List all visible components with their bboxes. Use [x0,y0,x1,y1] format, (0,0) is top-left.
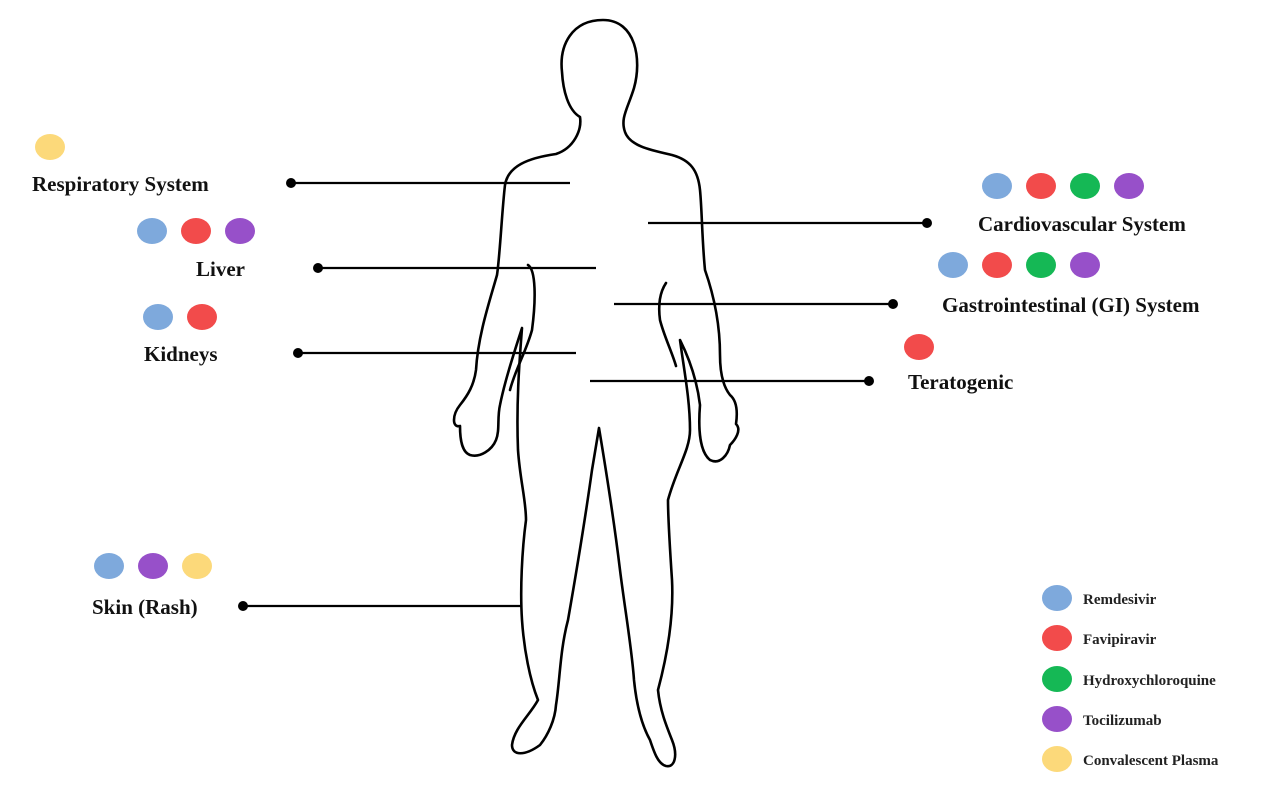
marker-skin-remdesivir [94,553,124,579]
label-skin: Skin (Rash) [92,595,198,619]
marker-cardiovascular-tocilizumab [1114,173,1144,199]
leader-dot-cardiovascular [922,218,932,228]
marker-liver-favipiravir [181,218,211,244]
marker-teratogenic-favipiravir [904,334,934,360]
label-liver: Liver [196,257,245,281]
marker-respiratory-plasma [35,134,65,160]
marker-gi-tocilizumab [1070,252,1100,278]
marker-gi-favipiravir [982,252,1012,278]
marker-cardiovascular-hydroxychloroquine [1070,173,1100,199]
drug-markers [35,134,1144,579]
marker-liver-remdesivir [137,218,167,244]
leader-dot-liver [313,263,323,273]
marker-kidneys-remdesivir [143,304,173,330]
human-body-outline [452,18,740,768]
marker-cardiovascular-favipiravir [1026,173,1056,199]
leader-lines [238,178,932,611]
leader-dot-gi [888,299,898,309]
label-cardiovascular: Cardiovascular System [978,212,1186,236]
legend-swatch-favipiravir [1042,625,1072,651]
organ-labels: Respiratory System Liver Kidneys Skin (R… [32,172,1200,619]
legend-swatch-remdesivir [1042,585,1072,611]
legend-label-remdesivir: Remdesivir [1083,592,1157,608]
label-teratogenic: Teratogenic [908,370,1013,394]
marker-skin-tocilizumab [138,553,168,579]
legend: Remdesivir Favipiravir Hydroxychloroquin… [1042,585,1219,772]
legend-swatch-hydroxychloroquine [1042,666,1072,692]
marker-gi-remdesivir [938,252,968,278]
legend-label-plasma: Convalescent Plasma [1083,753,1219,769]
label-kidneys: Kidneys [144,342,218,366]
label-respiratory: Respiratory System [32,172,209,196]
marker-liver-tocilizumab [225,218,255,244]
legend-label-hydroxychloroquine: Hydroxychloroquine [1083,673,1216,689]
leader-dot-kidneys [293,348,303,358]
leader-dot-respiratory [286,178,296,188]
legend-swatch-tocilizumab [1042,706,1072,732]
legend-swatch-plasma [1042,746,1072,772]
leader-dot-teratogenic [864,376,874,386]
marker-cardiovascular-remdesivir [982,173,1012,199]
legend-label-favipiravir: Favipiravir [1083,632,1157,648]
marker-gi-hydroxychloroquine [1026,252,1056,278]
legend-label-tocilizumab: Tocilizumab [1083,713,1162,729]
label-gi: Gastrointestinal (GI) System [942,293,1200,317]
marker-kidneys-favipiravir [187,304,217,330]
marker-skin-plasma [182,553,212,579]
leader-dot-skin [238,601,248,611]
